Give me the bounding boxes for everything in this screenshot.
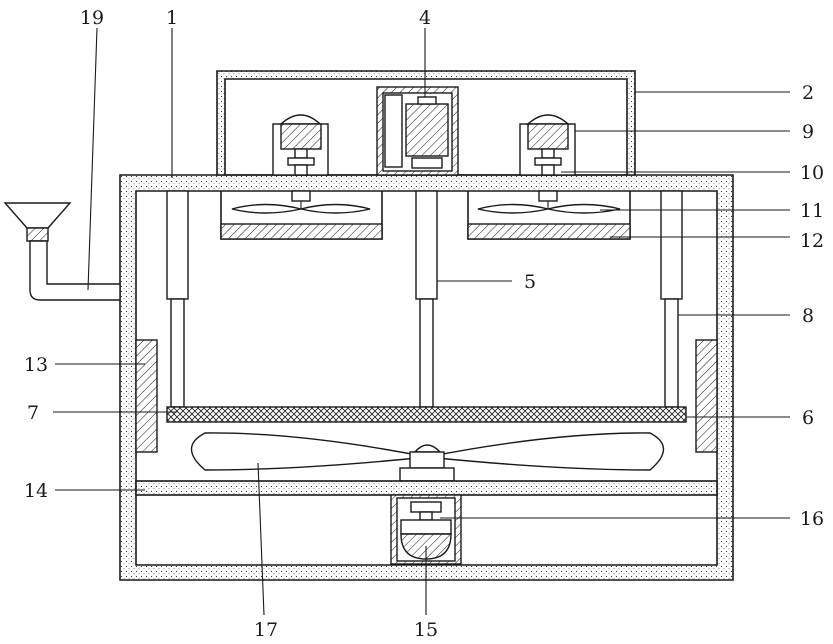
label-15: 15 — [414, 619, 438, 641]
right-side-pad — [696, 340, 717, 452]
label-19: 19 — [80, 7, 104, 29]
central-motor — [377, 87, 458, 175]
label-5: 5 — [524, 271, 536, 293]
left-telescopic-rod — [167, 191, 188, 407]
partition-plate — [136, 481, 717, 495]
label-14: 14 — [24, 480, 48, 502]
press-plate — [167, 407, 686, 422]
bottom-fan — [192, 433, 664, 481]
label-1: 1 — [166, 7, 178, 29]
label-16: 16 — [800, 508, 824, 530]
label-12: 12 — [800, 230, 824, 252]
left-fan-chamber — [221, 191, 382, 239]
label-4: 4 — [419, 7, 431, 29]
label-9: 9 — [802, 121, 814, 143]
label-7: 7 — [27, 402, 39, 424]
left-side-pad — [136, 340, 157, 452]
label-6: 6 — [802, 407, 814, 429]
label-8: 8 — [802, 305, 814, 327]
funnel-inlet — [5, 203, 120, 300]
right-fan-motor — [520, 115, 575, 175]
center-telescopic-rod — [416, 191, 437, 407]
right-fan-chamber — [468, 191, 630, 239]
label-17: 17 — [254, 619, 278, 641]
label-2: 2 — [802, 82, 814, 104]
left-fan-motor — [273, 115, 328, 175]
right-telescopic-rod — [661, 191, 682, 407]
label-10: 10 — [800, 162, 824, 184]
label-13: 13 — [24, 354, 48, 376]
label-11: 11 — [800, 200, 824, 222]
